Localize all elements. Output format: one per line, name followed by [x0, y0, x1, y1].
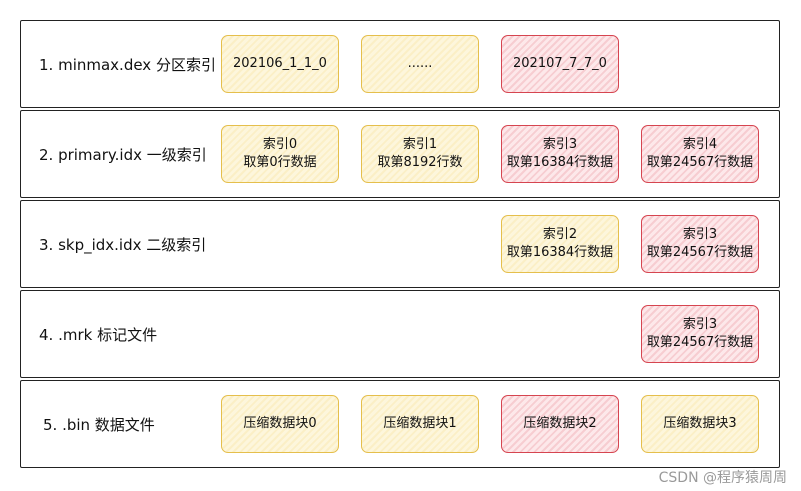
row-primary-index: 2. primary.idx 一级索引 索引0 取第0行数据 索引1 取第819…	[20, 110, 780, 198]
row-label: 3. skp_idx.idx 二级索引	[39, 235, 207, 254]
index-box: 索引4 取第24567行数据	[641, 125, 759, 183]
box-line: 索引3	[542, 137, 578, 152]
box-line: 索引3	[682, 227, 718, 242]
data-block-box: 压缩数据块1	[361, 395, 479, 453]
partition-ellipsis-box: ......	[361, 35, 479, 93]
box-line: 索引0	[262, 137, 298, 152]
partition-box: 202106_1_1_0	[221, 35, 339, 93]
box-line: 202107_7_7_0	[513, 56, 607, 71]
box-line: 取第24567行数据	[646, 335, 754, 350]
box-line: 取第24567行数据	[646, 245, 754, 260]
box-line: 压缩数据块3	[663, 416, 737, 431]
row-minmax-partition-index: 1. minmax.dex 分区索引 202106_1_1_0 ...... 2…	[20, 20, 780, 108]
box-line: 202106_1_1_0	[233, 56, 327, 71]
row-label: 1. minmax.dex 分区索引	[39, 55, 216, 74]
box-line: 压缩数据块2	[523, 416, 597, 431]
row-label: 4. .mrk 标记文件	[39, 325, 158, 344]
index-box: 索引0 取第0行数据	[221, 125, 339, 183]
box-line: 取第8192行数	[377, 155, 463, 170]
box-line: 取第24567行数据	[646, 155, 754, 170]
box-line: 索引1	[402, 137, 438, 152]
data-block-box: 压缩数据块2	[501, 395, 619, 453]
row-label: 2. primary.idx 一级索引	[39, 145, 207, 164]
row-skip-index: 3. skp_idx.idx 二级索引 索引2 取第16384行数据 索引3 取…	[20, 200, 780, 288]
index-box: 索引3 取第24567行数据	[641, 305, 759, 363]
index-box: 索引3 取第24567行数据	[641, 215, 759, 273]
index-box: 索引2 取第16384行数据	[501, 215, 619, 273]
row-label: 5. .bin 数据文件	[43, 415, 155, 434]
box-line: 取第16384行数据	[506, 245, 614, 260]
row-mark-file: 4. .mrk 标记文件 索引3 取第24567行数据	[20, 290, 780, 378]
row-bin-data-file: 5. .bin 数据文件 压缩数据块0 压缩数据块1 压缩数据块2 压缩数据块3	[20, 380, 780, 468]
box-line: 压缩数据块1	[383, 416, 457, 431]
box-line: 取第0行数据	[243, 155, 317, 170]
index-box: 索引3 取第16384行数据	[501, 125, 619, 183]
watermark: CSDN @程序猿周周	[658, 470, 787, 486]
partition-box: 202107_7_7_0	[501, 35, 619, 93]
box-line: ......	[407, 56, 433, 71]
index-box: 索引1 取第8192行数	[361, 125, 479, 183]
data-block-box: 压缩数据块0	[221, 395, 339, 453]
box-line: 索引2	[542, 227, 578, 242]
data-block-box: 压缩数据块3	[641, 395, 759, 453]
box-line: 取第16384行数据	[506, 155, 614, 170]
box-line: 索引4	[682, 137, 718, 152]
box-line: 压缩数据块0	[243, 416, 317, 431]
box-line: 索引3	[682, 317, 718, 332]
